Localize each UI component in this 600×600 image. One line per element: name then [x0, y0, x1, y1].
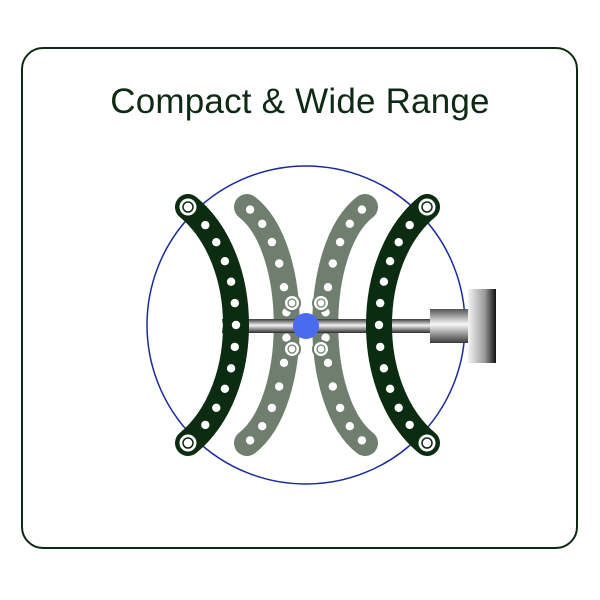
- arm-hole: [394, 238, 403, 247]
- arm-hole: [226, 364, 236, 373]
- arm-hole: [379, 277, 389, 286]
- arm-hole: [275, 382, 284, 391]
- arm-hole: [275, 259, 284, 268]
- arm-hole: [335, 403, 345, 413]
- arm-hole: [357, 436, 367, 445]
- arm-hole: [323, 283, 333, 292]
- arm-hole: [220, 384, 230, 393]
- arm-hole: [374, 320, 384, 330]
- inner-arm-holes: [245, 205, 367, 445]
- arm-hole: [267, 403, 277, 413]
- arm-hole: [405, 420, 414, 430]
- center-pivots: [283, 294, 330, 358]
- arm-hole: [212, 403, 221, 412]
- arm-hole: [267, 237, 277, 247]
- arm-hole: [335, 237, 345, 247]
- arm-hole: [282, 333, 291, 342]
- arm-hole: [201, 220, 210, 230]
- arm-hole: [226, 277, 236, 286]
- arm-hole: [379, 364, 389, 373]
- arm-hole: [385, 384, 395, 393]
- arm-hole: [323, 358, 333, 367]
- arm-hole: [212, 238, 221, 247]
- arm-hole: [220, 257, 230, 266]
- arm-hole: [345, 219, 354, 228]
- arm-hole: [258, 219, 267, 228]
- arm-hole: [328, 382, 337, 391]
- arm-hole: [385, 257, 395, 266]
- arm-hole: [376, 298, 385, 308]
- arm-hole: [230, 342, 239, 352]
- arm-hole: [345, 422, 354, 431]
- arm-hole: [279, 358, 289, 367]
- adjust-knob: [468, 289, 496, 363]
- arm-hole: [328, 259, 337, 268]
- arm-hole: [279, 283, 289, 292]
- diagram-title: Compact & Wide Range: [110, 82, 490, 121]
- arm-hole: [230, 298, 239, 308]
- outer-arm-left: [175, 194, 249, 456]
- pivot-pins: [176, 195, 439, 455]
- arm-hole: [357, 205, 367, 214]
- arm-hole: [394, 403, 403, 412]
- arm-hole: [321, 333, 330, 342]
- arm-hole: [376, 342, 385, 352]
- arm-hole: [201, 420, 210, 430]
- arm-hole: [245, 436, 255, 445]
- shaft: [222, 319, 437, 333]
- arm-hole: [231, 320, 241, 330]
- shaft-collar: [430, 309, 468, 343]
- center-hub: [293, 313, 319, 339]
- outer-arm-holes: [201, 220, 414, 430]
- arm-hole: [405, 220, 414, 230]
- arm-hole: [258, 422, 267, 431]
- arm-hole: [245, 205, 255, 214]
